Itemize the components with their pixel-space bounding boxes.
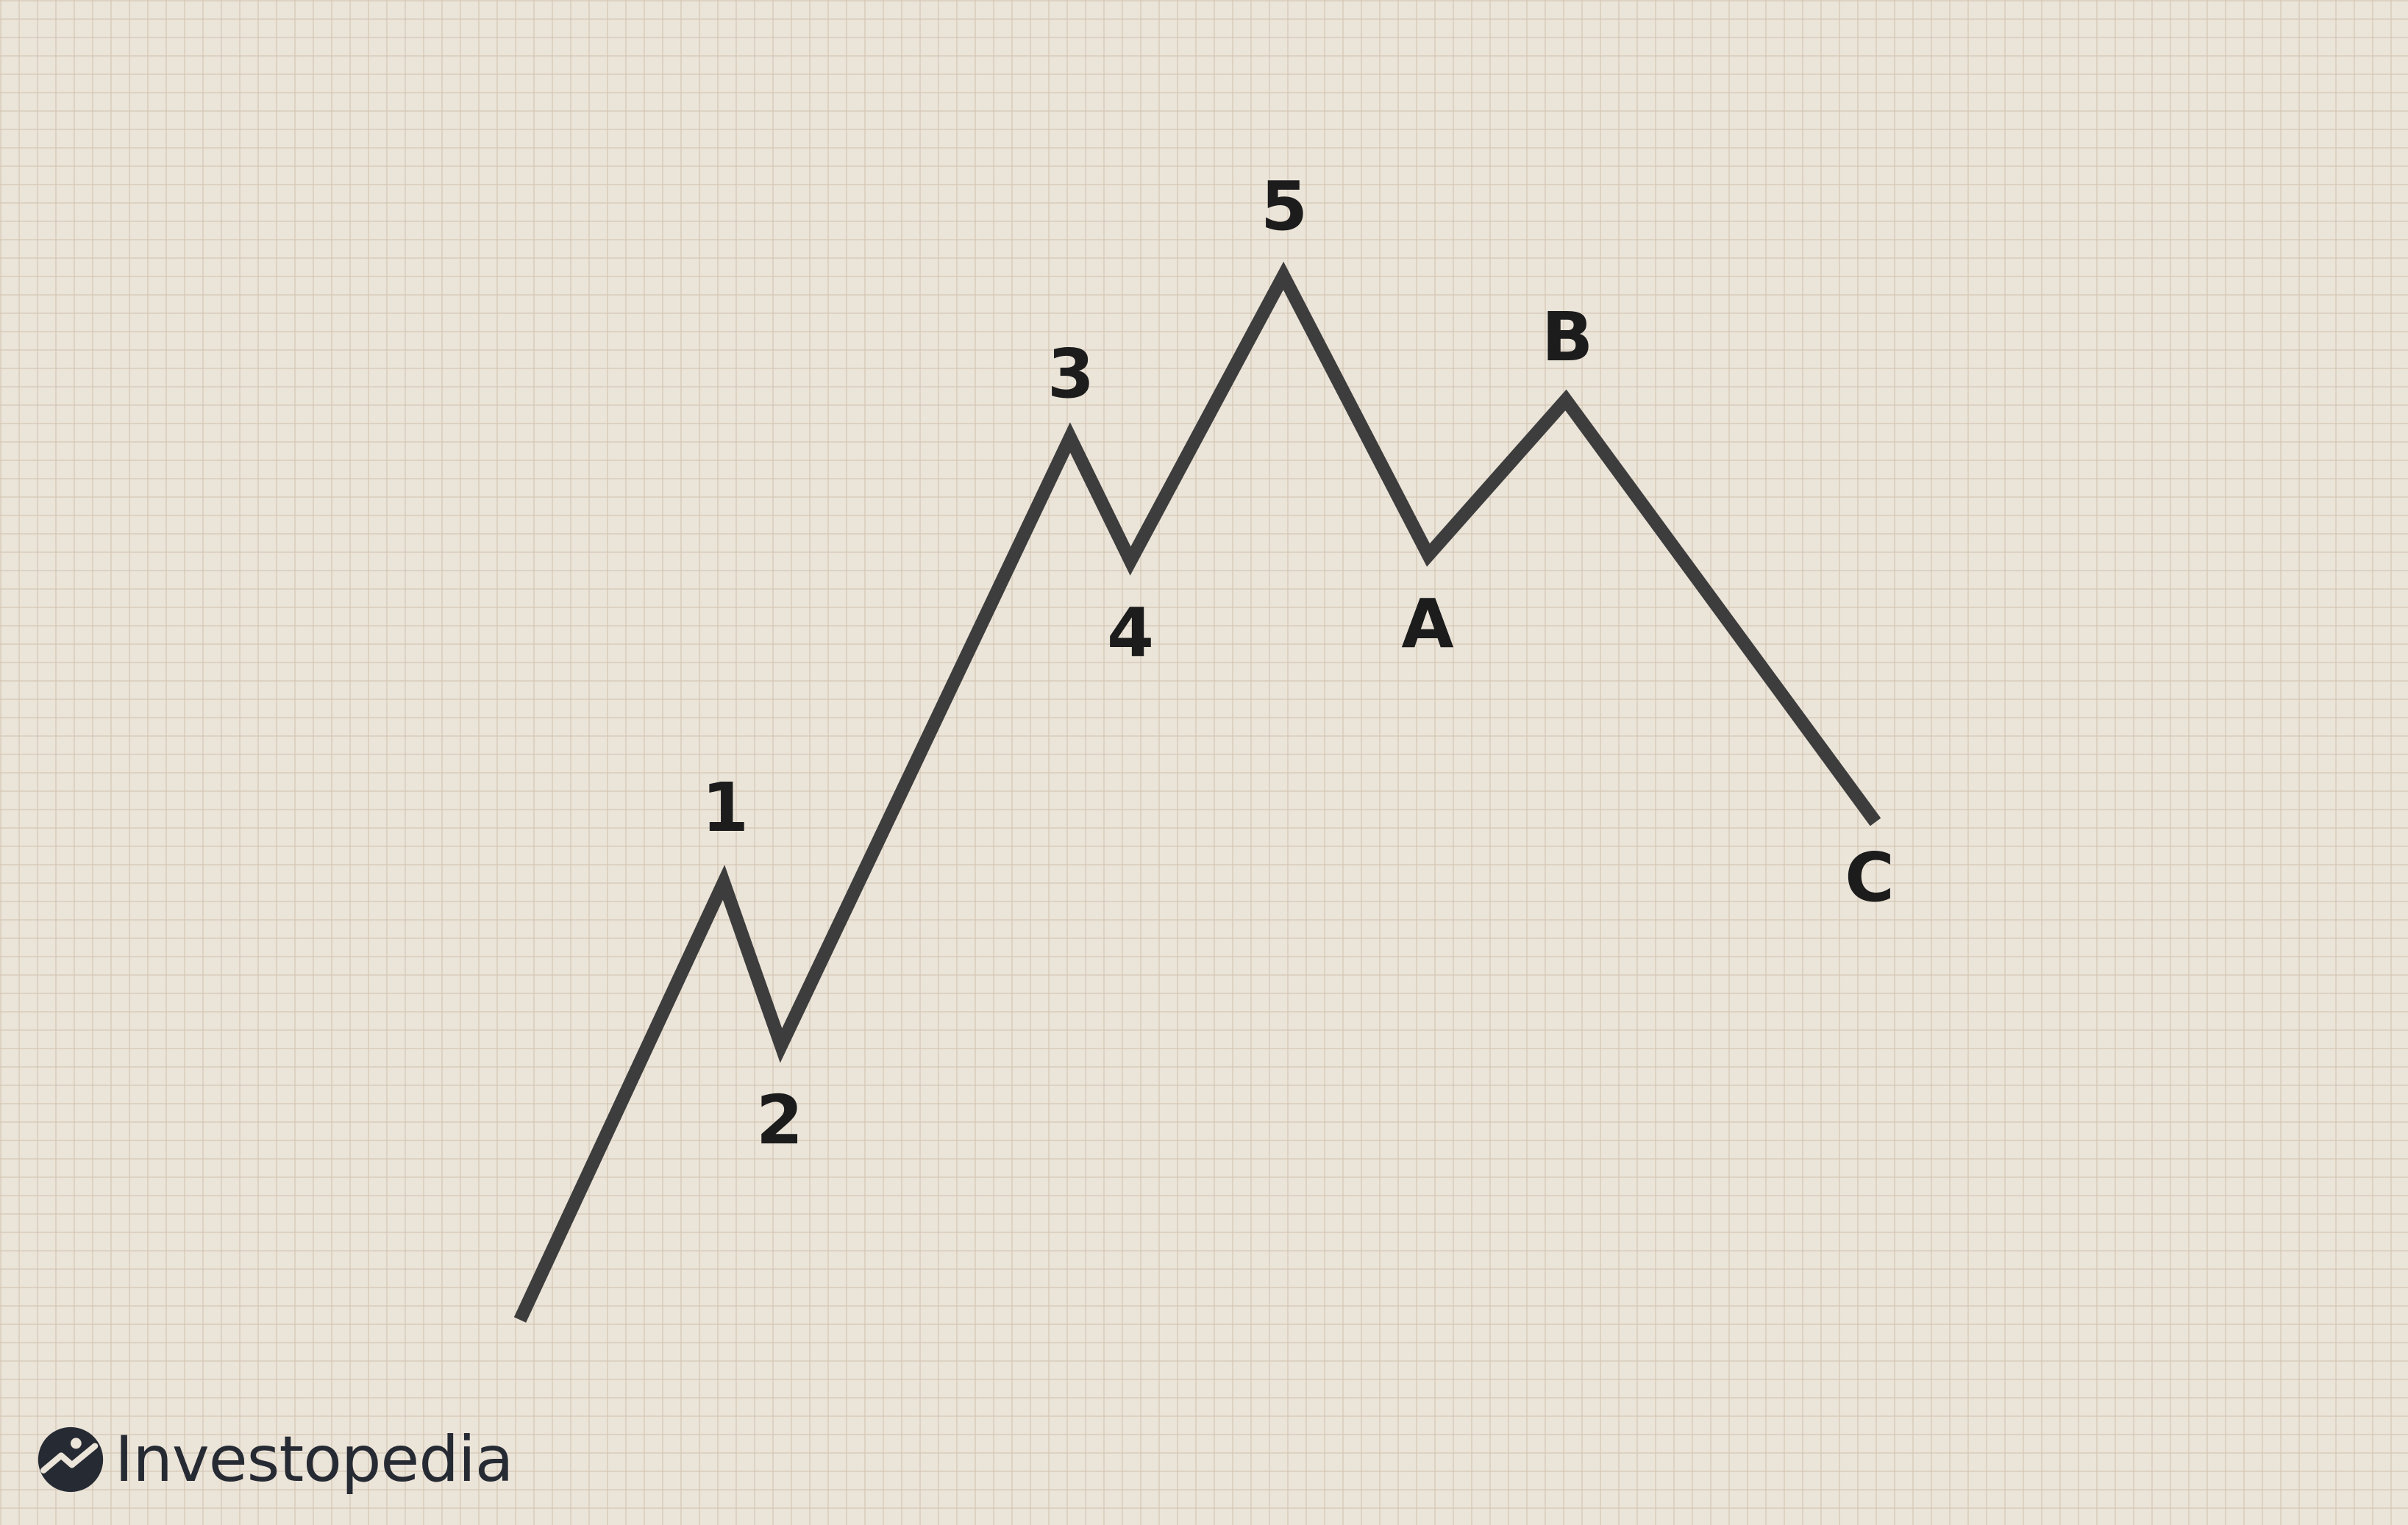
investopedia-logo: Investopedia xyxy=(37,1423,513,1496)
investopedia-logo-icon xyxy=(38,1426,104,1493)
wave-label-2: 2 xyxy=(756,1081,803,1160)
wave-label-1: 1 xyxy=(702,768,749,847)
wave-path-line xyxy=(513,261,1881,1323)
wave-label-b: B xyxy=(1542,298,1593,376)
wave-label-5: 5 xyxy=(1261,167,1308,246)
brand-name: Investopedia xyxy=(115,1423,513,1496)
wave-label-c: C xyxy=(1845,838,1895,917)
wave-label-3: 3 xyxy=(1047,335,1094,413)
wave-label-4: 4 xyxy=(1107,593,1154,672)
wave-label-a: A xyxy=(1401,585,1453,663)
